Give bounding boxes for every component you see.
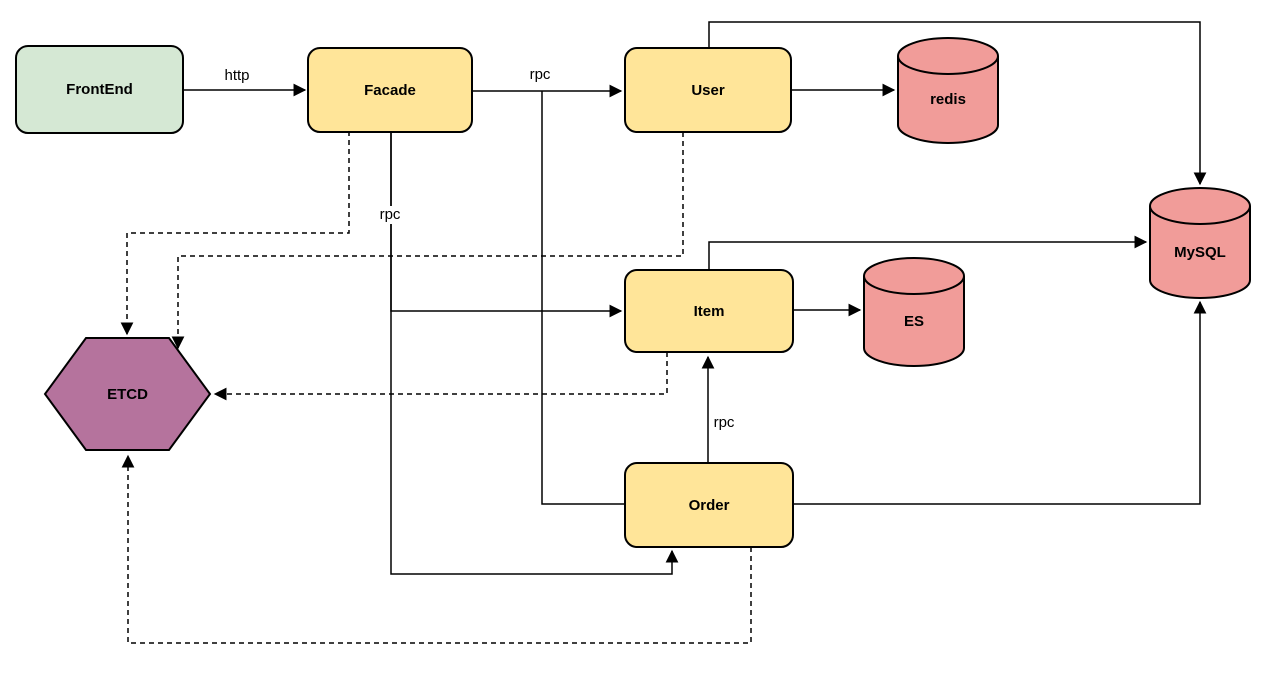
- cylinder-top-arc: [1149, 205, 1251, 225]
- node-order[interactable]: [624, 462, 794, 548]
- edge-order-user[interactable]: [541, 91, 625, 505]
- edge-facade-order[interactable]: [390, 131, 679, 575]
- edge-item-etcd[interactable]: [213, 352, 668, 401]
- edge-label-rpc-facade-user: rpc: [527, 66, 553, 84]
- edge-label-http: http: [222, 67, 252, 85]
- edge-facade-item[interactable]: [390, 131, 623, 318]
- node-item[interactable]: [624, 269, 794, 353]
- node-facade[interactable]: [307, 47, 473, 133]
- node-es[interactable]: [863, 257, 965, 367]
- edge-label-rpc-facade-item: rpc: [377, 206, 403, 224]
- node-user[interactable]: [624, 47, 792, 133]
- node-redis[interactable]: [897, 37, 999, 144]
- edge-order-mysql[interactable]: [793, 300, 1207, 505]
- edge-facade-etcd[interactable]: [120, 131, 350, 336]
- edge-order-etcd[interactable]: [121, 454, 752, 644]
- edge-user-mysql[interactable]: [708, 21, 1207, 186]
- edge-user-etcd[interactable]: [171, 132, 684, 350]
- edge-label-rpc-order-item: rpc: [711, 414, 737, 432]
- cylinder-top-arc: [863, 275, 965, 295]
- node-mysql[interactable]: [1149, 187, 1251, 299]
- cylinder-top-arc: [897, 55, 999, 75]
- node-frontend[interactable]: [15, 45, 184, 134]
- edge-item-mysql[interactable]: [708, 235, 1148, 270]
- node-etcd[interactable]: [43, 337, 212, 451]
